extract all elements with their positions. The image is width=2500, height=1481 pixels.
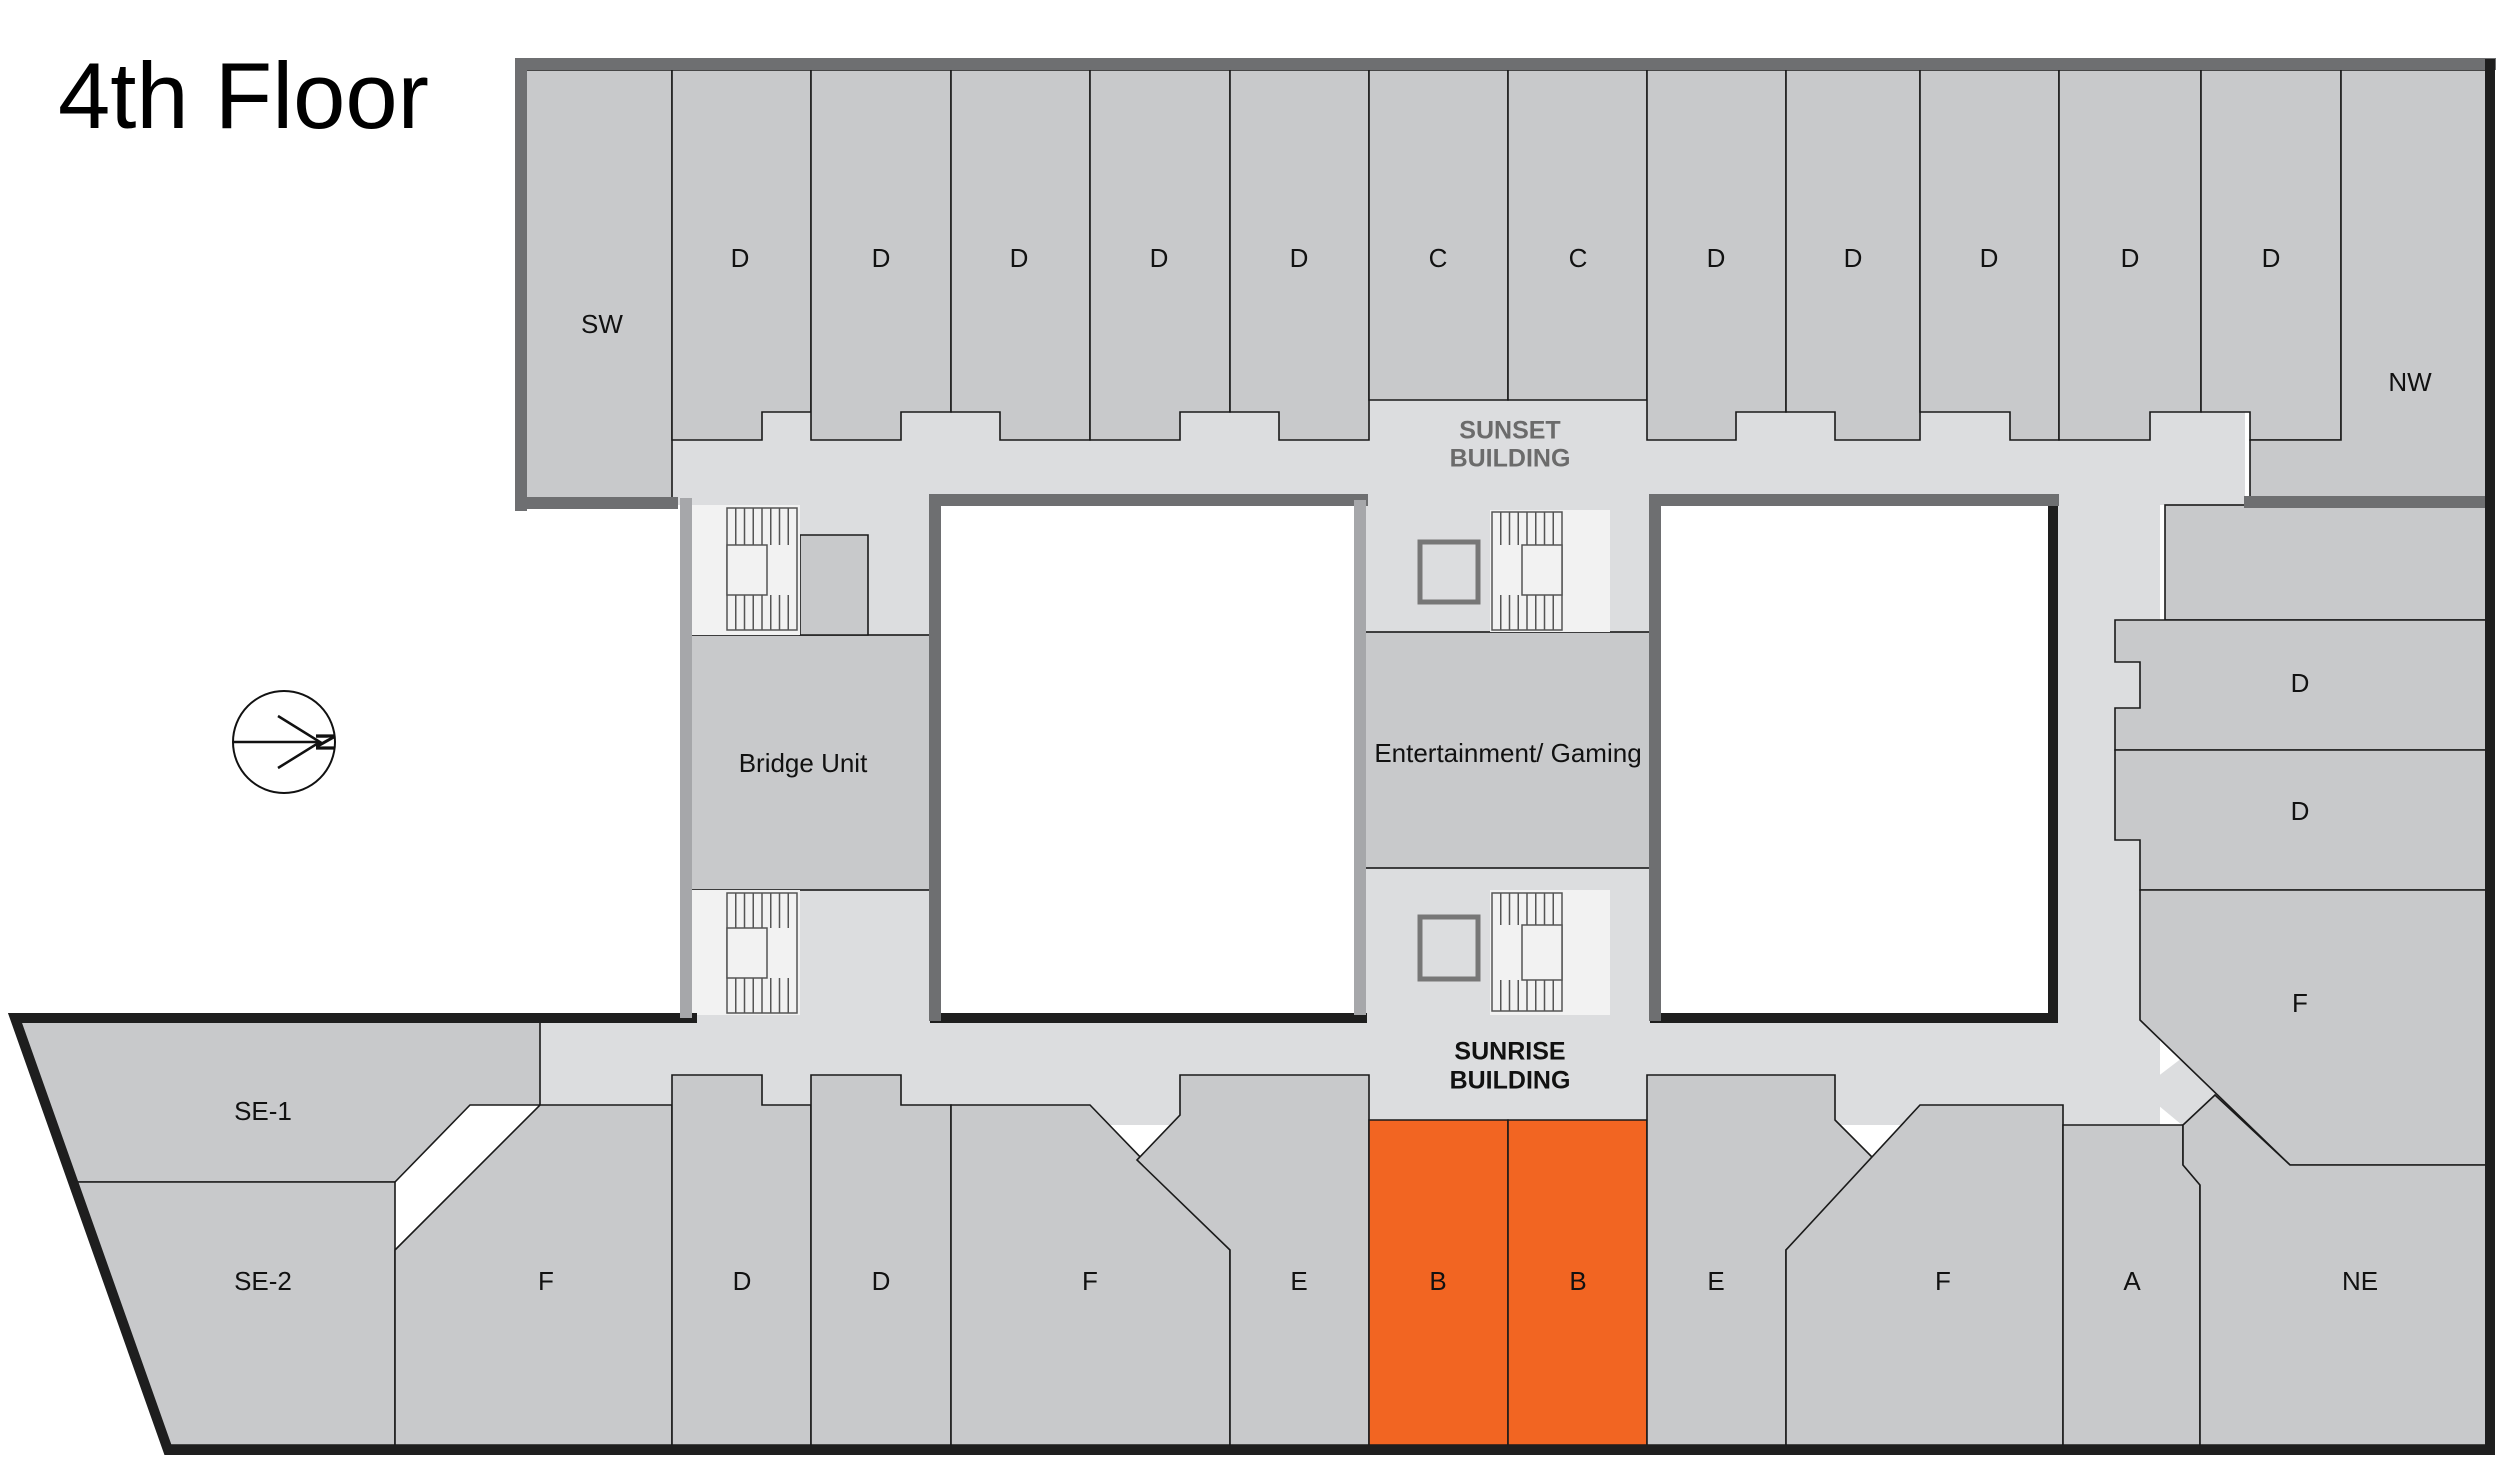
unit-north-d3[interactable] (950, 69, 1091, 441)
east-units (2114, 504, 2489, 1166)
sunrise-building-label-line2: BUILDING (1450, 1067, 1571, 1095)
stair-cores (690, 505, 1610, 1015)
courtyard-west (940, 505, 1355, 1015)
entertainment-gaming-room[interactable] (1361, 631, 1651, 869)
unit-north-d8[interactable] (1919, 69, 2060, 441)
north-units (524, 69, 2489, 506)
sunrise-building-label-line1: SUNRISE (1454, 1038, 1565, 1066)
sunset-building-label-line1: SUNSET (1459, 417, 1560, 445)
unit-east-d2[interactable] (2114, 749, 2489, 891)
unit-south-d2[interactable] (810, 1074, 952, 1446)
south-units (13, 1019, 2489, 1446)
unit-south-b2[interactable] (1507, 1119, 1648, 1446)
unit-east-d1[interactable] (2114, 619, 2489, 751)
unit-south-d1[interactable] (671, 1074, 812, 1446)
unit-north-d9[interactable] (2058, 69, 2202, 441)
unit-south-f1[interactable] (394, 1104, 673, 1446)
unit-north-d5[interactable] (1229, 69, 1370, 441)
unit-south-b1[interactable] (1368, 1119, 1509, 1446)
unit-north-d2[interactable] (810, 69, 952, 441)
unit-north-d1[interactable] (671, 69, 812, 441)
north-arrow-compass: N (232, 690, 340, 794)
unit-sw[interactable] (524, 69, 673, 506)
elevator-icon (1417, 539, 1481, 605)
unit-north-d6[interactable] (1646, 69, 1787, 441)
unit-north-c1[interactable] (1368, 69, 1509, 401)
courtyard-east (1655, 505, 2050, 1015)
floor-title: 4th Floor (58, 43, 429, 148)
unit-north-d7[interactable] (1785, 69, 1921, 441)
unit-north-c2[interactable] (1507, 69, 1648, 401)
bridge-stair-alcove (799, 534, 869, 636)
stair-treads (735, 508, 1554, 1013)
unit-south-a[interactable] (2062, 1124, 2201, 1446)
unit-north-d10[interactable] (2200, 69, 2342, 441)
sunset-building-label-line2: BUILDING (1450, 445, 1571, 473)
bridge-unit[interactable] (689, 634, 936, 891)
elevator-icon (1417, 914, 1481, 982)
unit-east-storage[interactable] (2164, 504, 2489, 621)
unit-north-d4[interactable] (1089, 69, 1231, 441)
exterior-walls (7, 58, 2496, 1455)
unit-se-1[interactable] (13, 1019, 541, 1183)
